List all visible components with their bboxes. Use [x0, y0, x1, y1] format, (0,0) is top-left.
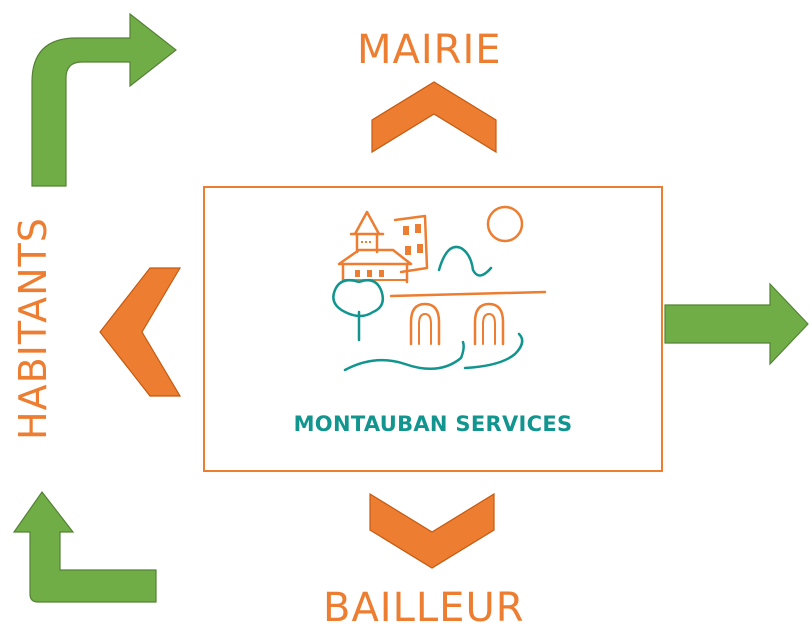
label-habitants: HABITANTS: [11, 217, 55, 440]
right-arrow-icon: [664, 282, 809, 366]
up-chevron-icon: [371, 81, 497, 154]
company-name: MONTAUBAN SERVICES: [293, 412, 573, 436]
bent-arrow-up-right-icon: [31, 12, 177, 187]
montauban-logo-icon: [332, 205, 547, 372]
left-chevron-icon: [99, 267, 182, 397]
label-mairie: MAIRIE: [357, 27, 502, 73]
down-chevron-icon: [369, 492, 495, 569]
bent-arrow-up-icon: [12, 490, 157, 603]
center-box: MONTAUBAN SERVICES: [203, 186, 663, 472]
label-bailleur: BAILLEUR: [323, 585, 525, 631]
